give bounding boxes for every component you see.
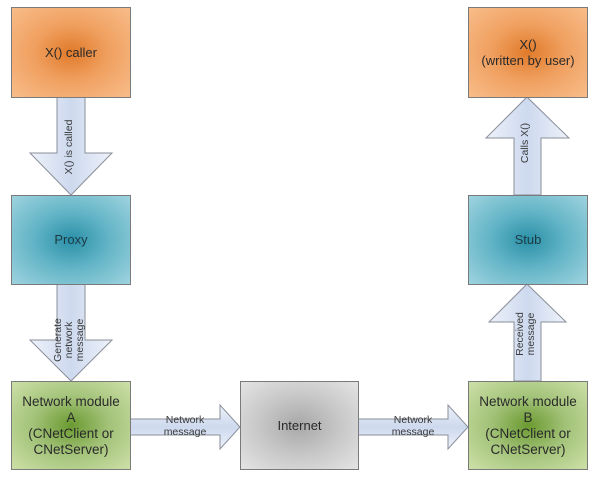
node-target-label: X() (written by user) bbox=[481, 36, 575, 68]
arrow-module-b-to-stub bbox=[487, 283, 568, 382]
edge-internet-to-module-b-label: Network message bbox=[391, 414, 435, 438]
node-proxy-label: Proxy bbox=[54, 232, 88, 247]
edge-module-b-to-stub-label: Received message bbox=[514, 312, 537, 356]
arrow-stub-to-target bbox=[484, 96, 571, 196]
arrow-module-a-to-internet bbox=[129, 403, 241, 451]
node-internet: Internet bbox=[240, 381, 359, 470]
edge-caller-to-proxy-label: X() is called bbox=[63, 119, 75, 175]
edge-proxy-to-module-a-label: Generate network message bbox=[52, 318, 86, 362]
edge-module-a-to-internet-label: Network message bbox=[163, 414, 207, 438]
node-internet-label: Internet bbox=[277, 417, 322, 433]
node-module-a: Network module A (CNetClient or CNetServ… bbox=[11, 381, 131, 470]
arrow-caller-to-proxy bbox=[28, 96, 114, 196]
node-target: X() (written by user) bbox=[468, 7, 588, 98]
node-module-b: Network module B (CNetClient or CNetServ… bbox=[468, 381, 588, 470]
arrow-internet-to-module-b bbox=[357, 403, 469, 451]
node-module-a-label: Network module A (CNetClient or CNetServ… bbox=[22, 393, 120, 457]
node-module-b-label: Network module B (CNetClient or CNetServ… bbox=[479, 393, 577, 457]
arrow-proxy-to-module-a bbox=[28, 283, 114, 382]
edge-stub-to-target-label: Calls X() bbox=[519, 122, 531, 164]
node-caller-label: X() caller bbox=[44, 44, 97, 60]
node-stub-label: Stub bbox=[514, 232, 542, 247]
node-proxy: Proxy bbox=[11, 195, 131, 285]
node-stub: Stub bbox=[468, 195, 588, 285]
node-caller: X() caller bbox=[11, 7, 131, 98]
